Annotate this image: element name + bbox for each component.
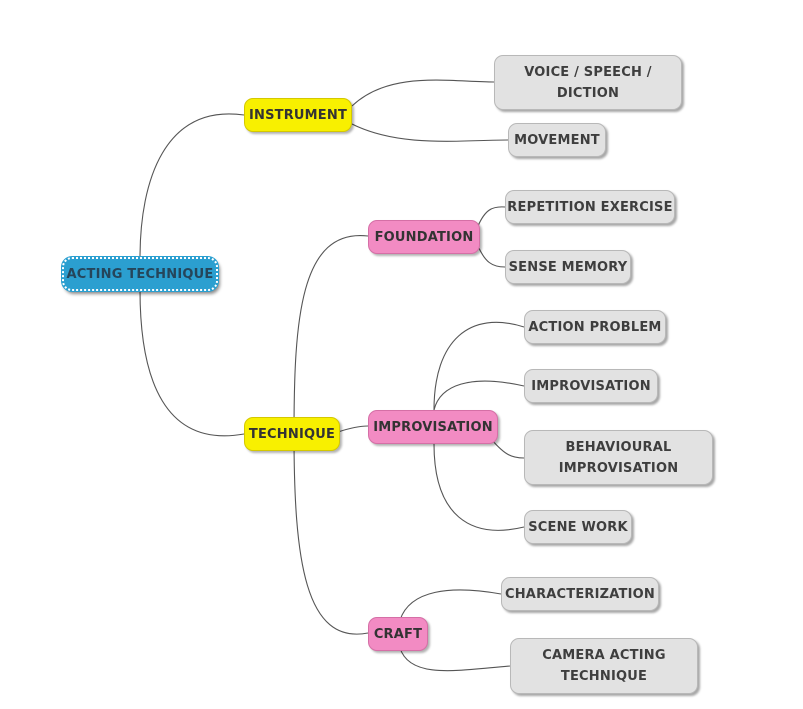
leaf-node-characterization[interactable]: CHARACTERIZATION: [501, 577, 659, 611]
branch-node-instrument[interactable]: INSTRUMENT: [244, 98, 352, 132]
link-craft-camera: [399, 647, 511, 672]
link-technique-foundation: [293, 235, 369, 435]
link-improv-behavioural: [491, 439, 525, 459]
branch-node-technique[interactable]: TECHNIQUE: [244, 417, 340, 451]
link-root-instrument: [139, 113, 245, 259]
leaf-node-camera-acting-technique[interactable]: CAMERA ACTING TECHNIQUE: [510, 638, 698, 694]
link-foundation-repetition: [477, 206, 506, 227]
link-improv-scene: [433, 443, 525, 531]
leaf-node-scene-work[interactable]: SCENE WORK: [524, 510, 632, 544]
link-technique-improvisation: [337, 425, 369, 433]
link-instrument-voice: [351, 79, 495, 107]
link-foundation-sense: [477, 245, 506, 268]
branch-node-foundation[interactable]: FOUNDATION: [368, 220, 480, 254]
branch-node-improvisation[interactable]: IMPROVISATION: [368, 410, 498, 444]
link-improv-action: [433, 321, 525, 411]
link-craft-characterization: [399, 589, 502, 621]
leaf-node-action-problem[interactable]: ACTION PROBLEM: [524, 310, 666, 344]
leaf-node-improvisation[interactable]: IMPROVISATION: [524, 369, 658, 403]
leaf-node-voice-speech-diction[interactable]: VOICE / SPEECH / DICTION: [494, 55, 682, 110]
branch-node-craft[interactable]: CRAFT: [368, 617, 428, 651]
link-technique-craft: [293, 433, 369, 635]
link-improv-improvisation: [433, 380, 525, 411]
leaf-node-movement[interactable]: MOVEMENT: [508, 123, 606, 157]
link-root-technique: [139, 289, 245, 437]
leaf-node-sense-memory[interactable]: SENSE MEMORY: [505, 250, 631, 284]
leaf-node-behavioural-improvisation[interactable]: BEHAVIOURAL IMPROVISATION: [524, 430, 713, 485]
link-instrument-movement: [351, 123, 509, 142]
root-node-acting-technique[interactable]: ACTING TECHNIQUE: [62, 257, 218, 291]
leaf-node-repetition-exercise[interactable]: REPETITION EXERCISE: [505, 190, 675, 224]
